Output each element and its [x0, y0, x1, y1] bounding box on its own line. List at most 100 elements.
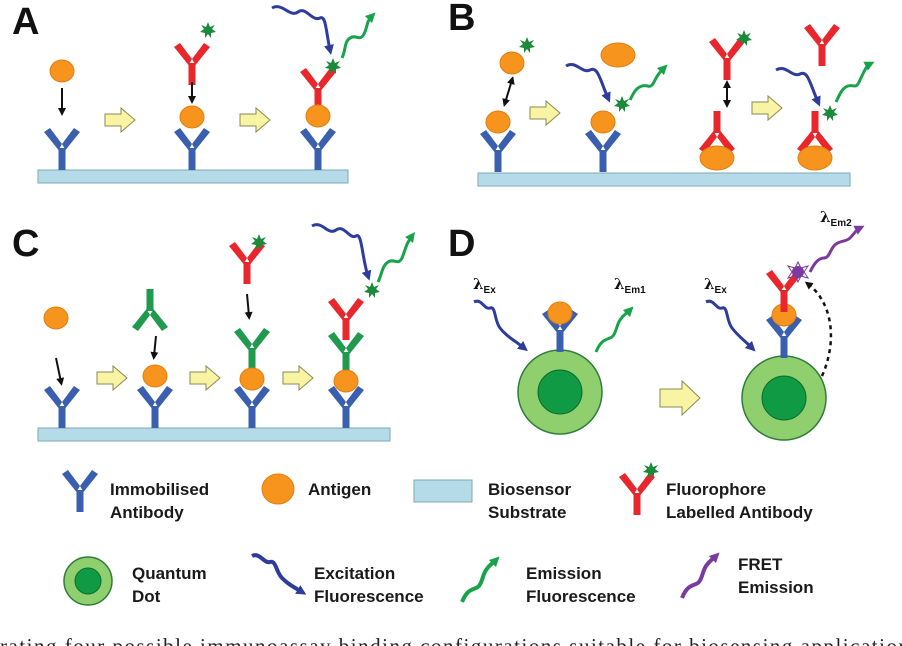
- legend-fret: FRET Emission: [680, 552, 814, 599]
- labelled-antibody: [709, 38, 745, 80]
- antigen: [499, 51, 525, 75]
- antigen-icon: [261, 473, 295, 505]
- antigen: [305, 104, 331, 128]
- lambda-ex-label: λEx: [473, 275, 496, 296]
- fluorophore-star: [519, 37, 535, 53]
- lambda-em1-label: λEm1: [614, 275, 646, 296]
- immobilised-antibody: [300, 128, 336, 170]
- immobilised-antibody: [174, 128, 210, 170]
- legend-quantum-dot: Quantum Dot: [63, 556, 207, 606]
- immobilised-antibody: [480, 130, 516, 172]
- excitation-wave: [473, 299, 528, 352]
- panel-label-b: B: [448, 0, 475, 39]
- antigen: [239, 367, 265, 391]
- emission-wave: [628, 64, 668, 101]
- process-arrow: [96, 365, 128, 391]
- process-arrow: [751, 95, 783, 121]
- process-arrow: [529, 100, 561, 126]
- immobilised-antibody-icon: [62, 470, 98, 512]
- secondary-antibody: [132, 289, 168, 331]
- biosensor-substrate: [37, 427, 391, 442]
- antigen: [590, 110, 616, 134]
- immobilised-antibody: [44, 128, 80, 170]
- antigen: [485, 110, 511, 134]
- fluorophore-star: [614, 96, 630, 112]
- antigen: [699, 145, 735, 171]
- legend-fluorophore-antibody: Fluorophore Labelled Antibody: [619, 462, 813, 522]
- panel-d: D λEx λEm1 λEx λEm2: [448, 208, 865, 441]
- legend-excitation: Excitation Fluorescence: [251, 553, 424, 606]
- antigen: [333, 369, 359, 393]
- process-arrow: [239, 107, 271, 133]
- legend-label: Quantum: [132, 564, 207, 583]
- antigen: [797, 145, 833, 171]
- antigen: [49, 59, 75, 83]
- labelled-antibody: [804, 24, 840, 66]
- labelled-antibody: [174, 43, 210, 85]
- panel-label-d: D: [448, 223, 475, 265]
- fret-transfer-arrow: [804, 281, 833, 377]
- process-arrow: [282, 365, 314, 391]
- process-arrow: [189, 365, 221, 391]
- antigen: [600, 42, 636, 68]
- legend-label: Fluorescence: [526, 587, 636, 606]
- legend-label: Emission: [526, 564, 602, 583]
- labelled-antibody: [300, 68, 336, 110]
- excitation-icon: [251, 553, 307, 595]
- legend-label: Dot: [132, 587, 161, 606]
- excitation-wave: [775, 67, 821, 107]
- emission-wave: [594, 306, 634, 353]
- antigen: [179, 105, 205, 129]
- legend-antigen: Antigen: [261, 473, 371, 505]
- legend-biosensor-substrate: Biosensor Substrate: [413, 479, 572, 522]
- secondary-antibody: [234, 328, 270, 370]
- excitation-wave: [311, 223, 372, 281]
- legend-emission: Emission Fluorescence: [460, 556, 636, 606]
- labelled-antibody: [229, 242, 265, 284]
- biosensor-substrate: [37, 169, 349, 184]
- antigen: [142, 364, 168, 388]
- immobilised-antibody: [585, 130, 621, 172]
- fret-emission-wave: [808, 225, 865, 273]
- antigen: [547, 301, 573, 325]
- legend: Immobilised Antibody Antigen Biosensor S…: [62, 462, 814, 606]
- panel-a: A: [12, 1, 376, 184]
- legend-label: Substrate: [488, 503, 566, 522]
- fret-icon: [680, 552, 720, 599]
- immobilised-antibody: [234, 386, 270, 428]
- legend-label: FRET: [738, 555, 783, 574]
- process-arrow: [659, 380, 701, 416]
- legend-label: Antibody: [110, 503, 184, 522]
- excitation-wave: [705, 299, 756, 352]
- fret-fluorophore: [792, 266, 804, 278]
- emission-icon: [460, 556, 500, 603]
- legend-label: Biosensor: [488, 480, 572, 499]
- emission-wave: [834, 61, 875, 103]
- legend-immobilised-antibody: Immobilised Antibody: [62, 470, 209, 522]
- substrate-icon: [413, 479, 473, 503]
- immobilised-antibody: [44, 386, 80, 428]
- lambda-ex-label: λEx: [704, 275, 727, 296]
- legend-label: Fluorophore: [666, 480, 766, 499]
- emission-wave: [376, 231, 415, 283]
- emission-wave: [340, 12, 376, 59]
- legend-label: Emission: [738, 578, 814, 597]
- labelled-antibody-icon: [619, 473, 655, 515]
- legend-label: Labelled Antibody: [666, 503, 813, 522]
- lambda-em2-label: λEm2: [820, 208, 852, 229]
- excitation-wave: [271, 5, 334, 55]
- immobilised-antibody: [137, 386, 173, 428]
- panel-c: C: [12, 223, 415, 442]
- legend-label: Excitation: [314, 564, 395, 583]
- legend-label: Immobilised: [110, 480, 209, 499]
- fluorophore-star: [200, 22, 216, 38]
- legend-label: Fluorescence: [314, 587, 424, 606]
- panel-label-a: A: [12, 1, 39, 43]
- process-arrow: [104, 107, 136, 133]
- legend-label: Antigen: [308, 480, 371, 499]
- biosensor-substrate: [477, 172, 851, 187]
- excitation-wave: [565, 63, 611, 103]
- antigen: [43, 306, 69, 330]
- figure-caption: rating four possible immunoassay binding…: [0, 634, 902, 646]
